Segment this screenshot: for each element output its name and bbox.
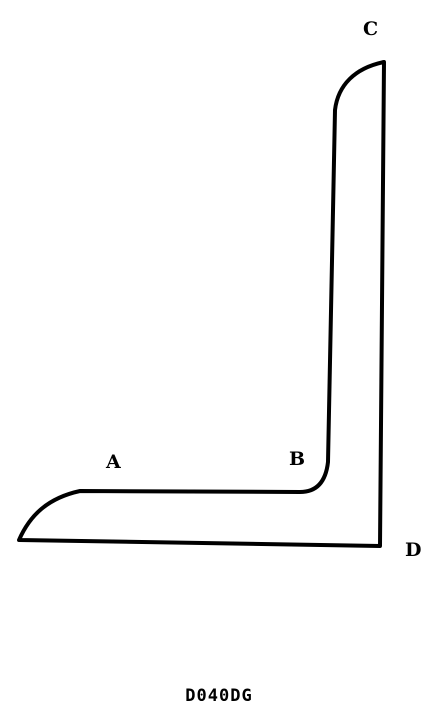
point-label-a: A: [105, 451, 121, 473]
l-profile-outline: [17, 60, 386, 548]
point-label-d: D: [405, 539, 421, 561]
point-label-c: C: [363, 18, 378, 40]
point-label-b: B: [289, 448, 305, 470]
figure-caption: D040DG: [185, 686, 252, 706]
